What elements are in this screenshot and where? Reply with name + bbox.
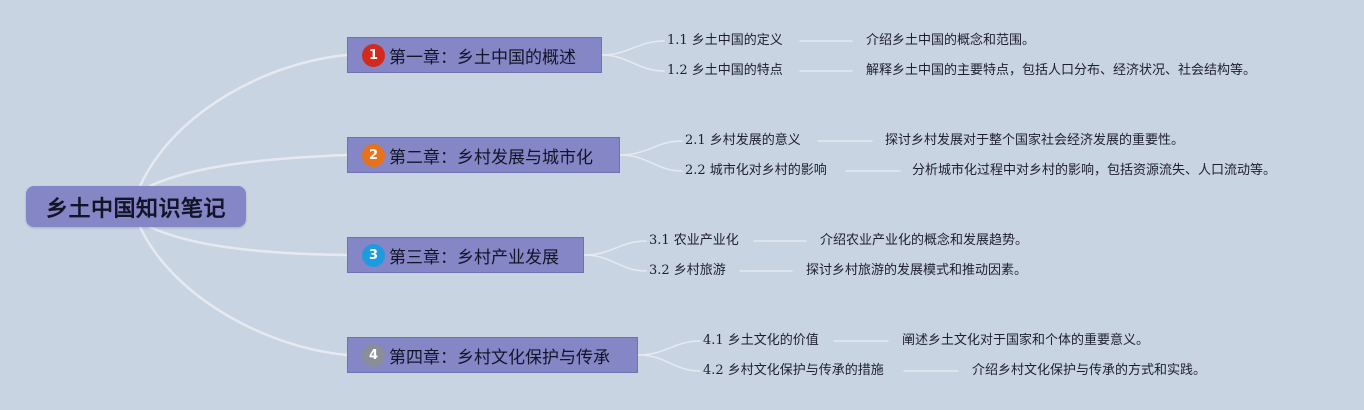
connector-ch4-item2 [637,354,701,372]
connector-ch1-item2 [601,54,665,72]
chapter-title: 第四章：乡村文化保护与传承 [389,347,610,368]
connector-root-chapter-3 [148,225,349,257]
number-badge-icon: 4 [362,343,385,367]
description-2-2: 分析城市化过程中对乡村的影响，包括资源流失、人口流动等。 [912,163,1277,178]
connector-ch4-item1 [637,340,701,356]
root-title: 乡土中国知识笔记 [45,196,226,222]
description-2-1: 探讨乡村发展对于整个国家社会经济发展的重要性。 [885,133,1185,148]
subtopic-4-2[interactable]: 4.2 乡村文化保护与传承的措施 [703,363,884,378]
chapter-node-3[interactable]: 3 第三章：乡村产业发展 [347,237,584,273]
connector-ch2-item2 [619,154,683,172]
connector-root-chapter-1 [138,53,349,188]
description-4-2: 介绍乡村文化保护与传承的方式和实践。 [972,363,1207,378]
description-4-1: 阐述乡土文化对于国家和个体的重要意义。 [902,333,1150,348]
subtopic-1-2[interactable]: 1.2 乡土中国的特点 [667,63,783,78]
description-3-1: 介绍农业产业化的概念和发展趋势。 [820,233,1029,248]
chapter-node-2[interactable]: 2 第二章：乡村发展与城市化 [347,137,620,173]
root-node[interactable]: 乡土中国知识笔记 [26,186,246,227]
connector-root-chapter-2 [148,153,349,188]
description-3-2: 探讨乡村旅游的发展模式和推动因素。 [806,263,1028,278]
subtopic-2-1[interactable]: 2.1 乡村发展的意义 [685,133,801,148]
chapter-title: 第一章：乡土中国的概述 [389,47,576,68]
number-badge-icon: 1 [362,43,385,67]
chapter-node-4[interactable]: 4 第四章：乡村文化保护与传承 [347,337,638,373]
connector-ch3-item1 [583,240,647,256]
connector-ch3-item2 [583,254,647,272]
chapter-node-1[interactable]: 1 第一章：乡土中国的概述 [347,37,602,73]
description-1-1: 介绍乡土中国的概念和范围。 [866,33,1036,48]
subtopic-2-2[interactable]: 2.2 城市化对乡村的影响 [685,163,827,178]
connector-ch1-item1 [601,40,665,56]
connector-ch2-item1 [619,140,683,156]
subtopic-4-1[interactable]: 4.1 乡土文化的价值 [703,333,819,348]
number-badge-icon: 3 [362,243,385,267]
subtopic-3-1[interactable]: 3.1 农业产业化 [649,233,739,248]
subtopic-3-2[interactable]: 3.2 乡村旅游 [649,263,726,278]
number-badge-icon: 2 [362,143,385,167]
description-1-2: 解释乡土中国的主要特点，包括人口分布、经济状况、社会结构等。 [866,63,1257,78]
subtopic-1-1[interactable]: 1.1 乡土中国的定义 [667,33,783,48]
chapter-title: 第三章：乡村产业发展 [389,247,559,268]
chapter-title: 第二章：乡村发展与城市化 [389,147,593,168]
connector-root-chapter-4 [138,225,349,357]
